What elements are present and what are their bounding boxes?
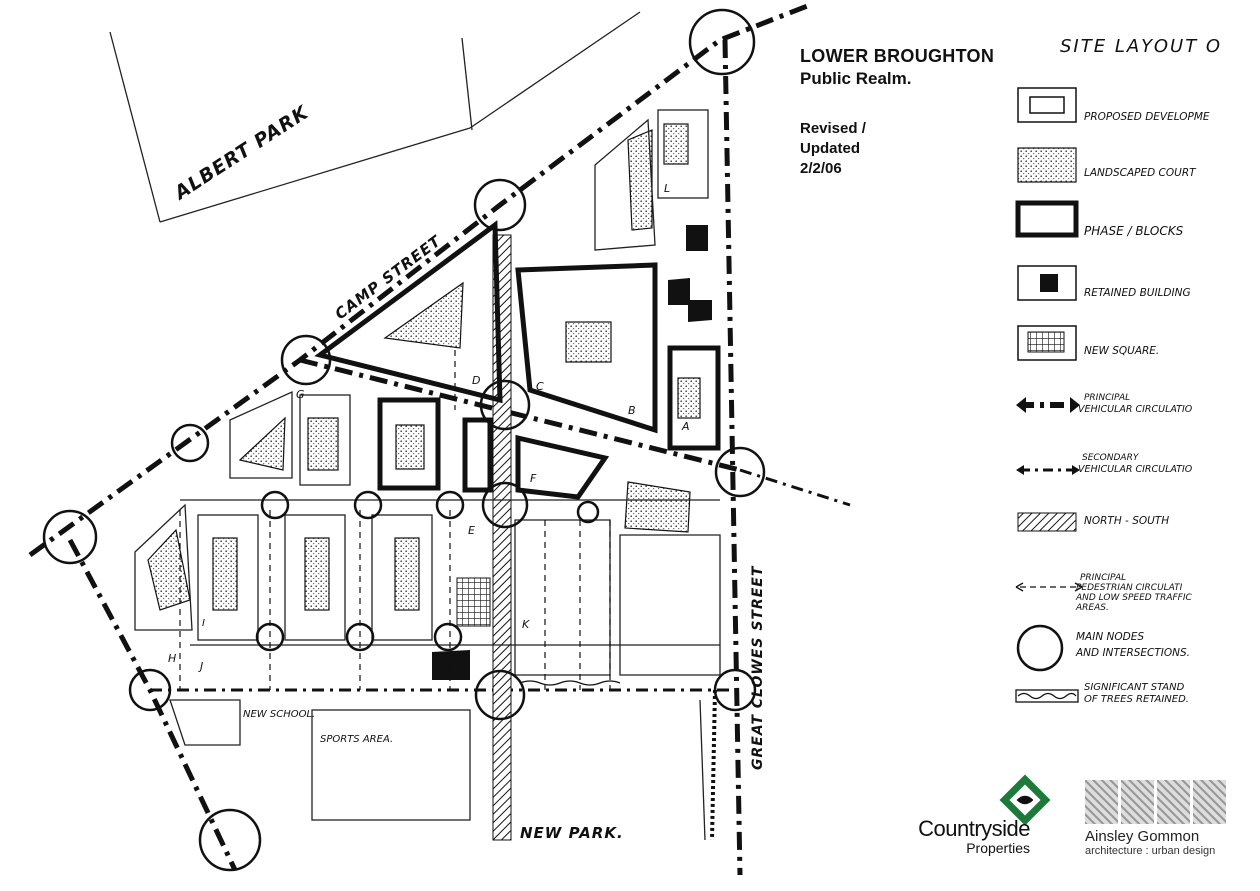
- legend-label-6a: SECONDARY: [1082, 453, 1140, 463]
- sports-area-label: SPORTS AREA.: [320, 734, 393, 745]
- ag-sub: architecture : urban design: [1085, 845, 1216, 857]
- legend-secondary-vehicular-symbol: [1016, 465, 1080, 475]
- block-label-d: D: [472, 374, 480, 387]
- block-label-g: G: [296, 388, 305, 401]
- phase-blocks: [377, 262, 721, 500]
- new-square: [456, 577, 491, 627]
- block-label-e: E: [468, 524, 475, 537]
- ainsley-gommon-logo: Ainsley Gommon architecture : urban desi…: [1085, 780, 1230, 857]
- legend-label-2: PHASE / BLOCKS: [1084, 224, 1184, 238]
- revised-label: Revised /: [800, 120, 866, 137]
- legend-label-8a: PRINCIPAL: [1080, 573, 1126, 583]
- development-outlines: [134, 109, 721, 841]
- legend-label-7: NORTH - SOUTH: [1084, 515, 1169, 527]
- trees-retained: [519, 680, 717, 841]
- retained-buildings: [432, 225, 712, 680]
- new-school-label: NEW SCHOOL.: [243, 709, 315, 720]
- legend-phase-blocks-symbol: [1015, 200, 1079, 238]
- legend-label-3: RETAINED BUILDING: [1084, 287, 1191, 299]
- albert-park-label: ALBERT PARK: [169, 101, 313, 205]
- ag-name: Ainsley Gommon: [1085, 828, 1200, 845]
- legend-landscaped-court-symbol: [1017, 147, 1077, 183]
- legend-label-4: NEW SQUARE.: [1084, 345, 1159, 357]
- legend-proposed-development-symbol: [1017, 87, 1077, 123]
- block-label-i: I: [202, 618, 205, 629]
- pedestrian-routes: [179, 350, 611, 690]
- legend-label-5a: PRINCIPAL: [1084, 393, 1130, 403]
- block-label-h: H: [168, 652, 176, 665]
- legend-label-8b: PEDESTRIAN CIRCULATI: [1076, 583, 1183, 593]
- revision-date: 2/2/06: [800, 160, 842, 177]
- block-label-l: L: [664, 182, 670, 195]
- legend-label-10b: OF TREES RETAINED.: [1084, 694, 1189, 705]
- legend-pedestrian-symbol: [1015, 582, 1083, 592]
- legend-principal-vehicular-symbol: [1016, 397, 1080, 413]
- title-block: LOWER BROUGHTON Public Realm. Revised / …: [800, 46, 994, 179]
- legend-label-9b: AND INTERSECTIONS.: [1075, 647, 1190, 659]
- phase-triangle: [314, 220, 503, 404]
- main-nodes: [42, 8, 766, 872]
- legend-label-0: PROPOSED DEVELOPME: [1084, 111, 1210, 123]
- landscaped-courts: [147, 123, 701, 611]
- legend-label-1: LANDSCAPED COURT: [1084, 167, 1197, 179]
- albert-park-area: [109, 11, 641, 223]
- great-clowes-street-label: GREAT CLOWES STREET: [750, 565, 766, 770]
- block-label-c: C: [536, 380, 544, 393]
- secondary-vehicular-routes: [150, 468, 851, 692]
- legend-label-10a: SIGNIFICANT STAND: [1084, 682, 1185, 693]
- updated-label: Updated: [800, 140, 860, 157]
- legend-main-nodes-symbol: [1016, 624, 1064, 672]
- legend-label-8d: AREAS.: [1075, 603, 1109, 613]
- block-label-j: J: [198, 660, 203, 673]
- countryside-leaf-icon: [999, 774, 1051, 826]
- legend-label-9a: MAIN NODES: [1076, 631, 1144, 643]
- legend-retained-building-symbol: [1017, 265, 1077, 301]
- countryside-logo: Countryside Properties: [900, 772, 1030, 856]
- legend-trees-symbol: [1015, 689, 1079, 703]
- block-label-f: F: [530, 472, 537, 485]
- block-label-a: A: [681, 420, 690, 433]
- ainsley-gommon-tiles-icon: [1085, 780, 1230, 824]
- legend-north-south-symbol: [1017, 512, 1077, 532]
- legend-heading: SITE LAYOUT O: [1060, 36, 1223, 57]
- legend-label-6b: VEHICULAR CIRCULATIO: [1078, 464, 1193, 475]
- title-line-1: LOWER BROUGHTON: [800, 46, 995, 66]
- countryside-name: Countryside: [918, 816, 1030, 841]
- revision-note: Revised / Updated 2/2/06: [800, 119, 994, 179]
- countryside-sub: Properties: [966, 840, 1030, 856]
- block-label-b: B: [628, 404, 636, 417]
- new-park-label: NEW PARK.: [520, 824, 624, 842]
- title-line-2: Public Realm.: [800, 69, 912, 88]
- legend-label-8c: AND LOW SPEED TRAFFIC: [1075, 593, 1192, 603]
- legend-labels: PROPOSED DEVELOPME LANDSCAPED COURT PHAS…: [1075, 111, 1210, 705]
- legend-symbols: [1015, 87, 1083, 703]
- legend-label-5b: VEHICULAR CIRCULATIO: [1078, 404, 1193, 415]
- legend-new-square-symbol: [1017, 325, 1077, 361]
- block-label-k: K: [522, 618, 530, 631]
